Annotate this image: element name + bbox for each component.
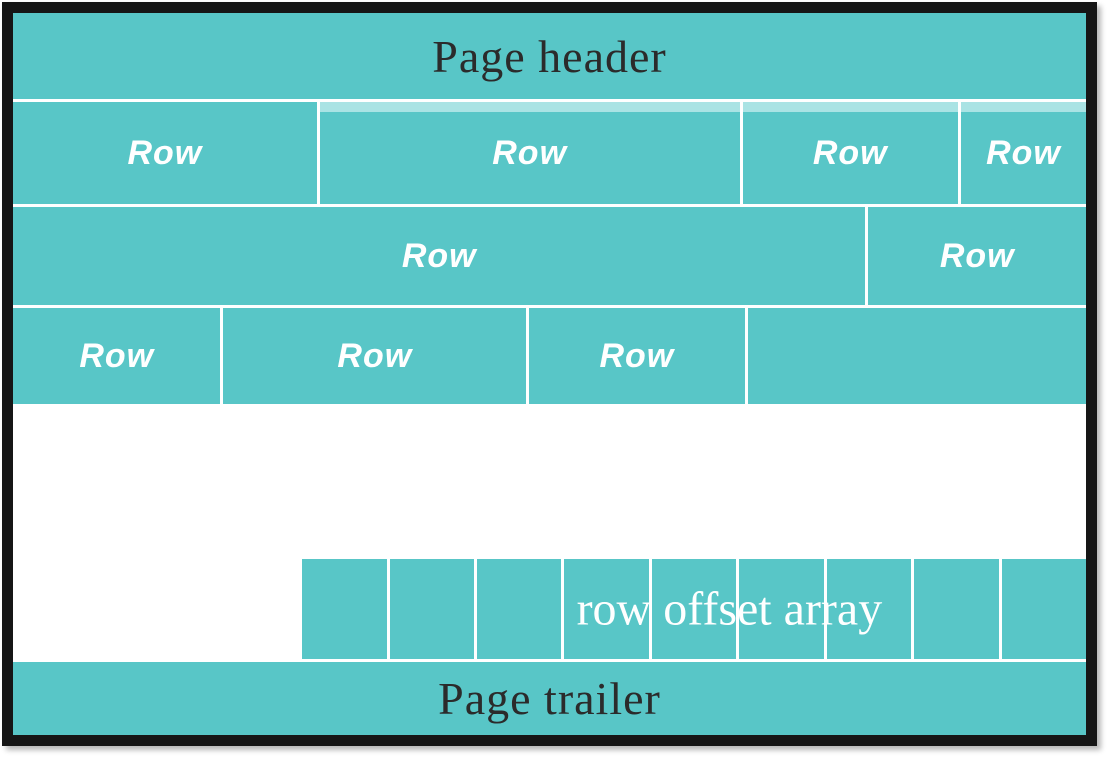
free-space (13, 407, 1086, 556)
row-cell-label: Row (79, 336, 155, 375)
row-cell-label: Row (986, 133, 1061, 172)
row-cell: Row (13, 207, 866, 305)
row-offset-cells (302, 559, 1086, 659)
page-header-bar: Page header (13, 13, 1086, 99)
row-cell: Row (742, 102, 958, 204)
row-cell-label: Row (939, 236, 1015, 275)
row-cell: Row (960, 102, 1086, 204)
row-band-1: Row Row Row Row (13, 102, 1086, 204)
row-offset-array-label: row offset array (576, 582, 883, 636)
row-cell-label: Row (812, 133, 888, 172)
row-cell: Row (223, 308, 527, 404)
page-header-label: Page header (432, 30, 667, 82)
row-cell-label: Row (401, 236, 477, 275)
offset-array-cell (564, 559, 649, 659)
free-space-cell (747, 308, 1086, 404)
offset-array-cell (477, 559, 562, 659)
row-cell: Row (319, 102, 740, 204)
offset-array-cell (739, 559, 824, 659)
row-offset-array: row offset array (302, 559, 1086, 659)
offset-array-cell (1001, 559, 1086, 659)
offset-array-cell (651, 559, 737, 659)
row-band-3: Row Row Row (13, 308, 1086, 404)
page-trailer-label: Page trailer (438, 673, 661, 724)
offset-array-cell (914, 559, 999, 659)
offset-array-cell (302, 559, 387, 659)
row-cell-label: Row (492, 133, 568, 172)
row-cell-label: Row (599, 336, 675, 375)
row-cell-label: Row (337, 336, 413, 375)
row-band-2: Row Row (13, 207, 1086, 305)
offset-array-cell (826, 559, 912, 659)
row-cell: Row (529, 308, 745, 404)
row-cell-label: Row (127, 133, 203, 172)
row-cell: Row (13, 308, 221, 404)
row-cell: Row (868, 207, 1086, 305)
offset-array-cell (389, 559, 475, 659)
row-cell: Row (13, 102, 317, 204)
page-trailer-bar: Page trailer (13, 662, 1086, 735)
